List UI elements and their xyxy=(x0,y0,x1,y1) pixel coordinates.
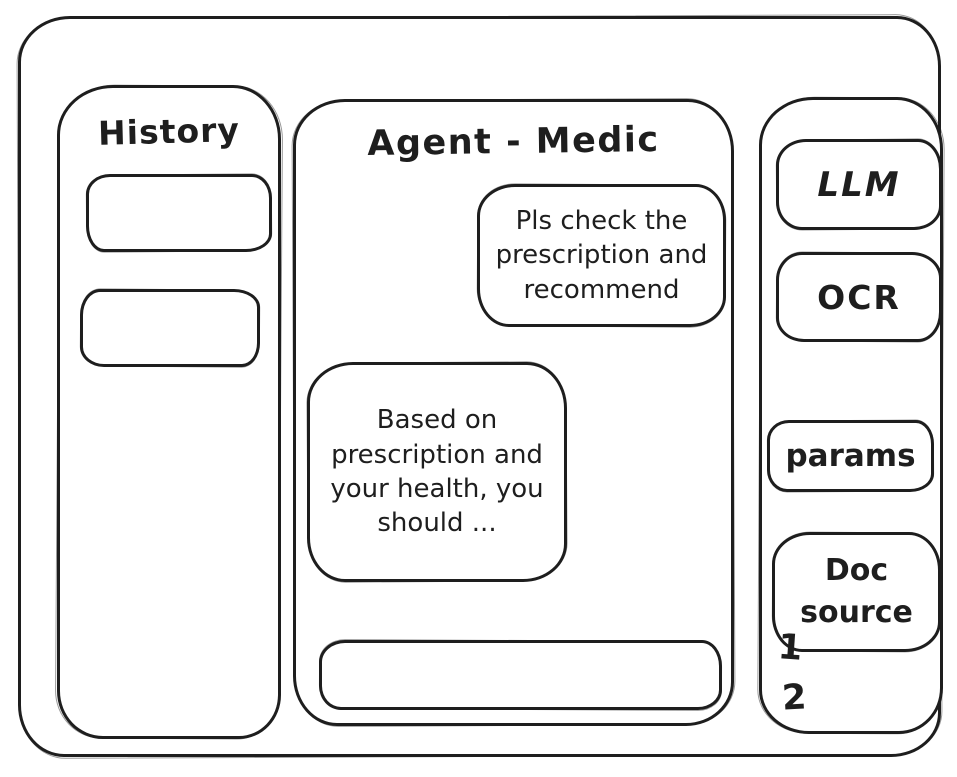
agent-message-bubble: Based on prescription and your health, y… xyxy=(307,362,567,582)
app-frame: History Agent - Medic Pls check the pres… xyxy=(18,16,943,757)
llm-button[interactable]: LLM xyxy=(776,139,942,230)
ocr-button[interactable]: OCR xyxy=(776,252,942,342)
history-sidebar: History xyxy=(57,85,281,739)
chat-title: Agent - Medic xyxy=(367,119,660,165)
history-item-2[interactable] xyxy=(80,289,260,367)
history-item-1[interactable] xyxy=(86,174,272,252)
doc-source-item-2[interactable]: 2 xyxy=(780,677,808,719)
tools-sidebar: LLM OCR params Doc source 1 2 xyxy=(759,97,943,734)
history-title: History xyxy=(97,110,241,153)
message-input[interactable] xyxy=(319,640,722,710)
chat-panel: Agent - Medic Pls check the prescription… xyxy=(293,99,734,726)
doc-source-item-1[interactable]: 1 xyxy=(776,627,804,669)
params-button[interactable]: params xyxy=(767,420,934,492)
doc-source-button[interactable]: Doc source xyxy=(772,532,941,652)
user-message-bubble: Pls check the prescription and recommend xyxy=(477,184,726,327)
